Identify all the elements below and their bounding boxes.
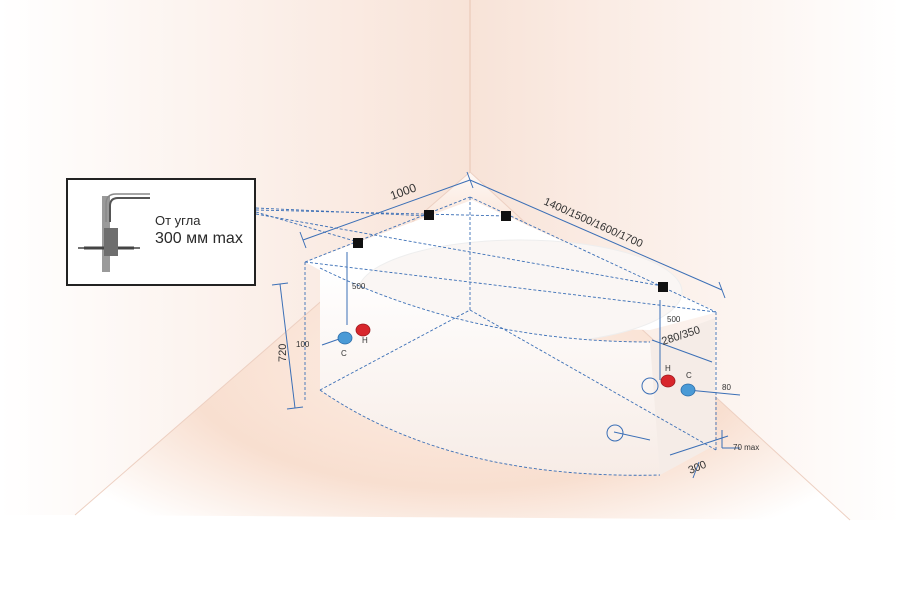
inset-caption-line2: 300 мм max: [155, 229, 243, 247]
mount-block-2: [424, 210, 434, 220]
guide-rim-diagonal: [304, 261, 717, 313]
mounting-brackets: [353, 210, 668, 292]
guide-floor-right: [469, 309, 717, 451]
dim-line-280-350: [651, 339, 713, 363]
wall-bracket-icon: [78, 193, 150, 272]
guide-inset-4: [255, 213, 663, 287]
bracket-hook: [109, 197, 150, 222]
dim-tick-720-a: [271, 282, 289, 286]
dim-tick-720-b: [286, 406, 304, 410]
label-100: 100: [296, 340, 310, 349]
label-80: 80: [722, 383, 731, 392]
guide-front-arc: [319, 389, 661, 476]
label-500-right: 500: [667, 315, 681, 324]
mount-block-1: [353, 238, 363, 248]
bathtub: [305, 200, 718, 476]
guide-inset-2: [255, 209, 507, 217]
hot-pipe-right: [660, 374, 676, 388]
dim-leader-drain: [613, 431, 651, 441]
dim-line-300: [669, 435, 729, 456]
mount-block-3: [501, 211, 511, 221]
dim-line-length: [469, 179, 723, 291]
label-hot-right: H: [665, 364, 671, 373]
dim-tick-1000-a: [299, 231, 307, 249]
dim-leader-80: [687, 389, 741, 396]
mount-base: [104, 228, 118, 256]
hot-pipe-left: [355, 323, 371, 337]
inset-caption: От угла 300 мм max: [155, 214, 243, 247]
guide-floor-left: [319, 309, 471, 391]
dim-line-1000: [302, 179, 471, 241]
bracket-hook-inner: [105, 193, 150, 222]
guide-rim-arc: [319, 267, 651, 343]
cold-pipe-left: [337, 331, 353, 345]
inset-caption-line1: От угла: [155, 213, 201, 228]
dim-tick-300: [692, 461, 700, 479]
drain-circle: [606, 424, 624, 442]
guide-lines: [255, 196, 717, 476]
dimension-lines: [271, 171, 741, 479]
mount-block-4: [658, 282, 668, 292]
label-cold-left: C: [341, 349, 347, 358]
wall-mount-detail-inset: От угла 300 мм max: [66, 178, 256, 286]
bathtub-front-panel: [320, 268, 715, 476]
overflow-circle: [641, 377, 659, 395]
label-70-max: 70 max: [733, 443, 759, 452]
label-720: 720: [277, 344, 289, 362]
guide-top-left: [304, 196, 471, 263]
dim-tick-length: [718, 281, 726, 299]
label-cold-right: C: [686, 371, 692, 380]
dim-line-720: [279, 283, 296, 409]
label-500-left: 500: [352, 282, 366, 291]
label-hot-left: H: [362, 336, 368, 345]
right-wall: [470, 0, 900, 520]
cold-pipe-right: [680, 383, 696, 397]
pipe-fittings: [337, 323, 696, 442]
